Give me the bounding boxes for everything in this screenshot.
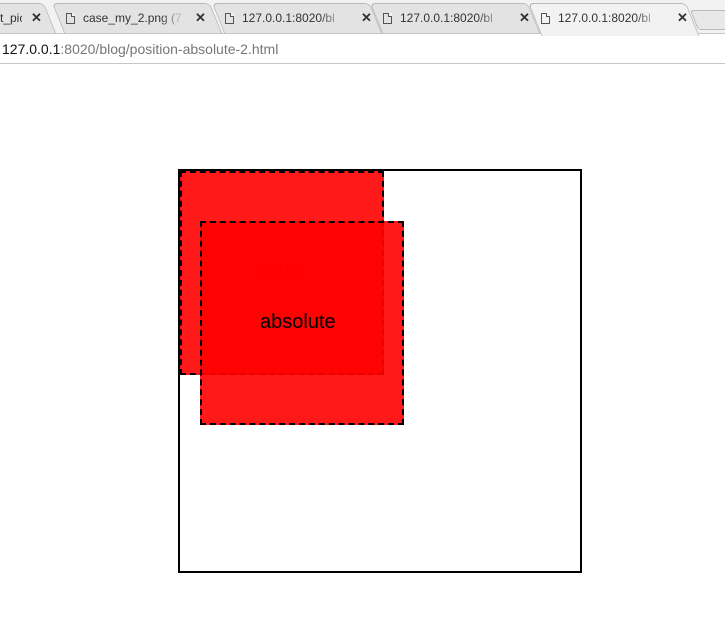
url-path: :8020/blog/position-absolute-2.html (60, 41, 279, 57)
page-icon (541, 12, 550, 24)
absolute-box-label: absolute (260, 311, 336, 333)
tab-5-title: 127.0.0.1:8020/bl (558, 11, 651, 25)
tab-1-close-icon[interactable]: ✕ (31, 10, 42, 25)
tab-4-close-icon[interactable]: ✕ (519, 10, 530, 25)
tab-3-close-icon[interactable]: ✕ (361, 10, 372, 25)
url-field[interactable]: 127.0.0.1:8020/blog/position-absolute-2.… (2, 41, 278, 57)
tab-1[interactable]: t_pic ✕ (0, 3, 42, 33)
url-host: 127.0.0.1 (2, 41, 61, 57)
tab-2-title: case_my_2.png (7 (83, 11, 182, 25)
page-icon (225, 12, 234, 24)
page-viewport: static absolute (0, 68, 725, 631)
tab-1-title: t_pic (0, 11, 22, 25)
tab-2[interactable]: case_my_2.png (7 ✕ (66, 3, 206, 33)
tab-4-title: 127.0.0.1:8020/bl (400, 11, 493, 25)
tab-2-close-icon[interactable]: ✕ (195, 10, 206, 25)
tab-strip: t_pic ✕ case_my_2.png (7 ✕ 127.0.0.1:802… (0, 0, 725, 36)
absolute-box: absolute (200, 221, 404, 425)
tab-3[interactable]: 127.0.0.1:8020/bl ✕ (225, 3, 372, 33)
tab-4[interactable]: 127.0.0.1:8020/bl ✕ (383, 3, 530, 33)
page-icon (383, 12, 392, 24)
relative-container: static absolute (178, 169, 582, 573)
address-bar[interactable]: 127.0.0.1:8020/blog/position-absolute-2.… (0, 33, 725, 64)
tab-3-title: 127.0.0.1:8020/bl (242, 11, 335, 25)
page-icon (66, 12, 75, 24)
tab-5-close-icon[interactable]: ✕ (677, 10, 688, 25)
tab-5[interactable]: 127.0.0.1:8020/bl ✕ (541, 3, 688, 33)
